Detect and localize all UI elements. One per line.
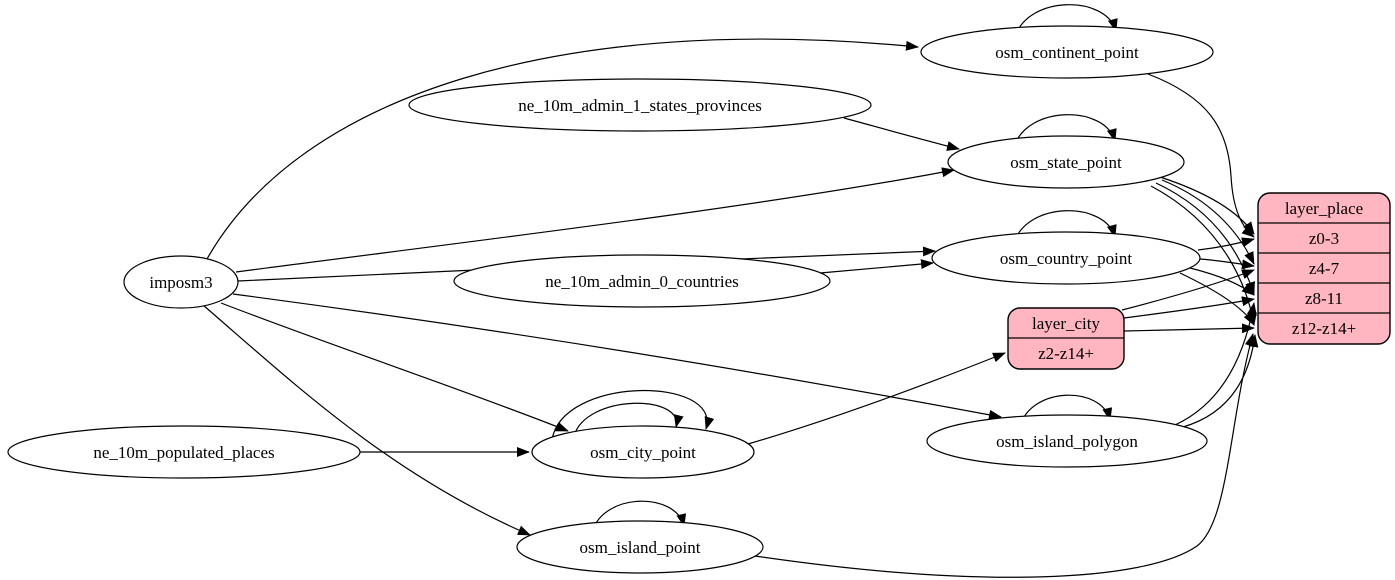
node-shape-ne_10m_populated_places <box>7 425 361 479</box>
node-imposm3: imposm3 <box>123 255 239 309</box>
edge-osm_city_point-to-layer_city:z2-z14+ <box>747 352 1006 445</box>
node-osm_state_point: osm_state_point <box>947 135 1185 189</box>
record-row-label-layer_place-layer_place: layer_place <box>1285 199 1363 218</box>
record-row-label-layer_place-z8-11: z8-11 <box>1305 289 1343 308</box>
edge-osm_country_point-to-layer_place:z4-7 <box>1199 258 1255 270</box>
edge-imposm3-to-osm_island_polygon <box>232 293 1002 420</box>
record-row-label-layer_city-z2-z14+: z2-z14+ <box>1038 344 1094 363</box>
node-osm_city_point: osm_city_point <box>531 425 755 479</box>
node-osm_island_polygon: osm_island_polygon <box>926 414 1208 468</box>
edge-ne_10m_admin_0_countries-to-osm_country_point <box>819 259 934 274</box>
node-shape-osm_island_point <box>516 520 764 574</box>
node-shape-ne_10m_admin_0_countries <box>453 254 831 308</box>
record-row-label-layer_place-z0-3: z0-3 <box>1309 229 1339 248</box>
edge-osm_state_point-to-layer_place:z0-3 <box>1159 176 1255 235</box>
nodes-layer: imposm3 ne_10m_admin_1_states_provincesne… <box>7 25 1214 574</box>
edge-osm_island_point-to-layer_place:z12-z14+ <box>754 333 1255 578</box>
node-ne_10m_admin_1_states_provinces: ne_10m_admin_1_states_provinces <box>408 78 872 132</box>
node-shape-imposm3 <box>123 255 239 309</box>
node-label-ne_10m_admin_0_countries: ne_10m_admin_0_countries <box>545 272 739 291</box>
self-loop-edge-osm_city_point-to-osm_city_point <box>551 389 715 441</box>
node-ne_10m_populated_places: ne_10m_populated_places <box>7 425 361 479</box>
node-shape-osm_state_point <box>947 135 1185 189</box>
node-label-ne_10m_admin_1_states_provinces: ne_10m_admin_1_states_provinces <box>518 96 762 115</box>
record-layer_city: layer_city z2-z14+ <box>1007 307 1125 370</box>
node-osm_island_point: osm_island_point <box>516 520 764 574</box>
edge-osm_island_polygon-to-layer_place:z12-z14+ <box>1182 334 1259 428</box>
records-layer: layer_city z2-z14+ layer_place z0-3 z4-7 z8-1… <box>1007 192 1391 370</box>
node-label-osm_continent_point: osm_continent_point <box>995 43 1139 62</box>
node-shape-osm_island_polygon <box>926 414 1208 468</box>
node-label-osm_country_point: osm_country_point <box>1000 249 1132 268</box>
edge-osm_state_point-to-layer_place:z8-11 <box>1155 182 1255 295</box>
edge-imposm3-to-osm_state_point <box>235 167 955 273</box>
self-loop-edge-osm_city_point-to-osm_city_point <box>573 402 684 437</box>
node-label-osm_island_point: osm_island_point <box>580 538 701 557</box>
node-osm_country_point: osm_country_point <box>931 231 1201 285</box>
edge-layer_city-to-layer_place:z4-7 <box>1121 269 1255 311</box>
edge-imposm3-to-osm_city_point <box>220 302 569 432</box>
self-loop-edge-osm_island_polygon-to-osm_island_polygon <box>1019 394 1113 427</box>
edge-osm_country_point-to-layer_place:z12-z14+ <box>1179 272 1255 326</box>
self-loop-edge-osm_island_point-to-osm_island_point <box>591 500 687 533</box>
edge-imposm3-to-osm_island_point <box>202 304 531 536</box>
record-row-label-layer_place-z12-z14+: z12-z14+ <box>1292 319 1356 338</box>
record-shape-layer_place <box>1257 192 1391 345</box>
edge-osm_continent_point-to-layer_place:z0-3 <box>1147 73 1255 238</box>
node-label-osm_island_polygon: osm_island_polygon <box>996 432 1138 451</box>
node-label-ne_10m_populated_places: ne_10m_populated_places <box>93 443 274 462</box>
edge-layer_city-to-layer_place:z12-z14+ <box>1123 323 1255 334</box>
node-osm_continent_point: osm_continent_point <box>920 25 1214 79</box>
edge-osm_state_point-to-layer_place:z4-7 <box>1161 179 1255 265</box>
self-loop-edge-osm_continent_point-to-osm_continent_point <box>1014 4 1118 38</box>
self-loop-edge-osm_country_point-to-osm_country_point <box>1013 210 1117 244</box>
node-label-imposm3: imposm3 <box>149 273 212 292</box>
node-shape-osm_country_point <box>931 231 1201 285</box>
node-shape-osm_city_point <box>531 425 755 479</box>
self-loop-edge-osm_state_point-to-osm_state_point <box>1013 114 1117 148</box>
edge-imposm3-to-osm_continent_point <box>206 38 919 260</box>
record-row-label-layer_city-layer_city: layer_city <box>1032 314 1100 333</box>
record-row-label-layer_place-z4-7: z4-7 <box>1309 259 1340 278</box>
record-layer_place: layer_place z0-3 z4-7 z8-11 z12-z14+ <box>1257 192 1391 345</box>
edge-osm_country_point-to-layer_place:z0-3 <box>1197 237 1255 251</box>
node-label-osm_city_point: osm_city_point <box>590 443 696 462</box>
node-label-osm_state_point: osm_state_point <box>1010 153 1122 172</box>
node-shape-osm_continent_point <box>920 25 1214 79</box>
edge-ne_10m_admin_1_states_provinces-to-osm_state_point <box>843 117 960 151</box>
edge-layer_city-to-layer_place:z8-11 <box>1123 296 1255 319</box>
edges-layer <box>202 4 1259 578</box>
edge-osm_country_point-to-layer_place:z8-11 <box>1189 267 1255 296</box>
node-shape-ne_10m_admin_1_states_provinces <box>408 78 872 132</box>
node-ne_10m_admin_0_countries: ne_10m_admin_0_countries <box>453 254 831 308</box>
edge-osm_island_polygon-to-layer_place:z8-11 <box>1174 302 1257 426</box>
